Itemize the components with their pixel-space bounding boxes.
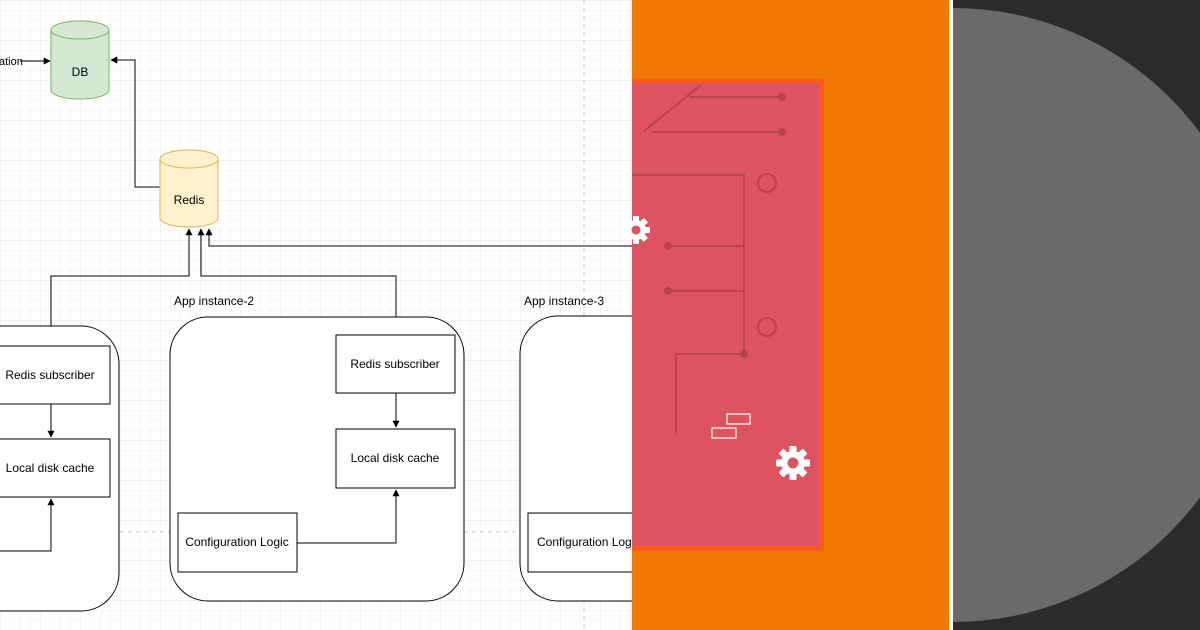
app-instance-2-configuration-logic[interactable] bbox=[177, 512, 298, 573]
edge-redis-to-db[interactable] bbox=[110, 56, 160, 188]
offscreen-edge[interactable]: ation bbox=[0, 56, 51, 68]
panel-divider bbox=[949, 0, 953, 630]
offscreen-edge-label: ation bbox=[0, 56, 23, 68]
app-instance-1-local-disk-cache[interactable] bbox=[0, 438, 111, 498]
app-instance-1-local-disk-cache-label: Local disk cache bbox=[6, 461, 95, 475]
app-instance-3[interactable]: App instance-3 Configuration Log bbox=[519, 294, 814, 602]
db-label: DB bbox=[72, 65, 89, 79]
app-instance-2-edge-logic-to-cache bbox=[297, 489, 400, 544]
db-node[interactable]: DB bbox=[50, 20, 110, 100]
app-instance-3-configuration-logic-label: Configuration Log bbox=[537, 535, 632, 549]
stacked-rectangles-icon bbox=[711, 413, 751, 439]
edge-instance1-to-redis[interactable] bbox=[50, 228, 193, 346]
app-instance-3-title: App instance-3 bbox=[524, 294, 604, 308]
app-instance-2-redis-subscriber-label: Redis subscriber bbox=[350, 357, 439, 371]
gear-icon bbox=[622, 216, 650, 244]
gear-icon bbox=[776, 446, 810, 480]
circuit-traces bbox=[632, 84, 782, 433]
app-instance-1[interactable]: Redis subscriber Local disk cache bbox=[0, 325, 120, 612]
redis-label: Redis bbox=[174, 193, 205, 207]
app-instance-2-configuration-logic-label: Configuration Logic bbox=[185, 535, 288, 549]
app-instance-3-configuration-logic[interactable] bbox=[527, 512, 668, 573]
edge-instance3-to-redis[interactable] bbox=[205, 228, 640, 247]
app-instance-1-redis-subscriber[interactable] bbox=[0, 345, 111, 405]
redis-node[interactable]: Redis bbox=[159, 149, 219, 228]
app-instance-1-edge-logic-to-cache bbox=[0, 498, 55, 552]
edge-instance2-to-redis[interactable] bbox=[197, 228, 397, 335]
app-instance-2[interactable]: App instance-2 Redis subscriber Local di… bbox=[169, 294, 465, 602]
circuit-dots bbox=[664, 93, 786, 358]
app-instance-2-title: App instance-2 bbox=[174, 294, 254, 308]
app-instance-2-local-disk-cache[interactable] bbox=[335, 428, 456, 489]
grey-circle bbox=[953, 8, 1200, 622]
app-instance-2-local-disk-cache-label: Local disk cache bbox=[351, 451, 440, 465]
app-instance-1-redis-subscriber-label: Redis subscriber bbox=[5, 368, 94, 382]
